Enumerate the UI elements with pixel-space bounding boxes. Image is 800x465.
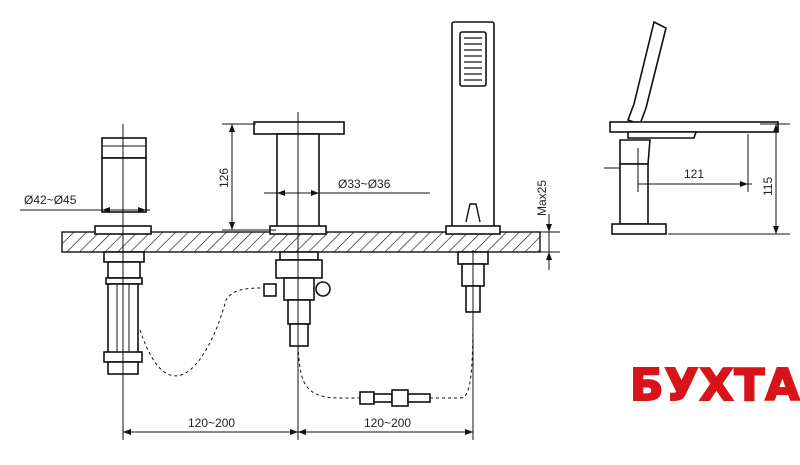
- spacing-left-label: 120~200: [188, 416, 235, 430]
- left-diameter-dimension: Ø42~Ø45: [20, 193, 150, 213]
- side-height-dimension: 115: [668, 123, 790, 235]
- height-label: 126: [217, 168, 231, 188]
- side-reach-dimension: 121: [638, 134, 752, 192]
- spout-body: [253, 112, 345, 440]
- side-reach-label: 121: [684, 167, 704, 181]
- hand-shower: [445, 21, 501, 440]
- deck-thickness-label: Max25: [535, 180, 549, 216]
- center-diameter-dimension: Ø33~Ø36: [264, 177, 430, 196]
- countertop: [61, 231, 541, 253]
- spacing-dimension: 120~200 120~200: [123, 416, 473, 435]
- center-diameter-label: Ø33~Ø36: [338, 177, 391, 191]
- left-diameter-label: Ø42~Ø45: [24, 193, 77, 207]
- side-view: [604, 20, 779, 235]
- left-valve-body: [94, 124, 152, 440]
- hoses: [139, 287, 474, 407]
- spacing-right-label: 120~200: [364, 416, 411, 430]
- height-dimension: 126: [217, 123, 276, 231]
- brand-logo: БУХТА: [629, 359, 800, 412]
- side-height-label: 115: [761, 177, 775, 196]
- deck-thickness-dimension: Max25: [535, 180, 560, 270]
